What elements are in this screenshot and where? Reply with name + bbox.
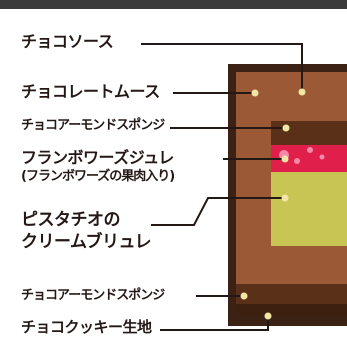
sponge-layer-top xyxy=(271,121,347,145)
dot-pistachio xyxy=(281,194,289,202)
sponge-layer-bottom xyxy=(236,284,347,304)
pistachio-brulee-layer xyxy=(271,172,347,246)
leader-pistachio xyxy=(151,197,285,226)
label-raspberry-jelly-note: (フランボワーズの果肉入り) xyxy=(21,169,175,184)
label-raspberry-jelly: フランボワーズジュレ xyxy=(21,148,174,167)
label-almond-sponge-bottom: チョコアーモンドスポンジ xyxy=(21,288,165,303)
label-pistachio-line2: クリームブリュレ xyxy=(21,232,152,252)
label-cookie-base: チョコクッキー生地 xyxy=(21,318,152,336)
leader-dots xyxy=(240,88,306,320)
cookie-base-layer xyxy=(236,304,347,316)
dot-almond-sponge-top xyxy=(282,124,290,132)
label-choco-mousse: チョコレートムース xyxy=(21,82,160,101)
dot-raspberry-jelly xyxy=(281,155,289,163)
label-choco-sauce: チョコソース xyxy=(21,32,114,51)
jelly-fruit-dot xyxy=(307,147,313,153)
dot-almond-sponge-bottom xyxy=(240,292,248,300)
dot-choco-sauce xyxy=(298,88,306,96)
dot-choco-mousse xyxy=(251,89,259,97)
top-border-strip xyxy=(0,0,347,9)
leader-cookie-base xyxy=(160,316,269,331)
jelly-fruit-dot xyxy=(319,154,325,160)
jelly-fruit-dot xyxy=(294,158,300,164)
leader-lines xyxy=(141,43,303,331)
label-pistachio-line1: ピスタチオの xyxy=(21,210,121,230)
label-almond-sponge-top: チョコアーモンドスポンジ xyxy=(21,118,165,133)
dot-cookie-base xyxy=(264,312,272,320)
leader-choco-sauce xyxy=(141,43,303,92)
